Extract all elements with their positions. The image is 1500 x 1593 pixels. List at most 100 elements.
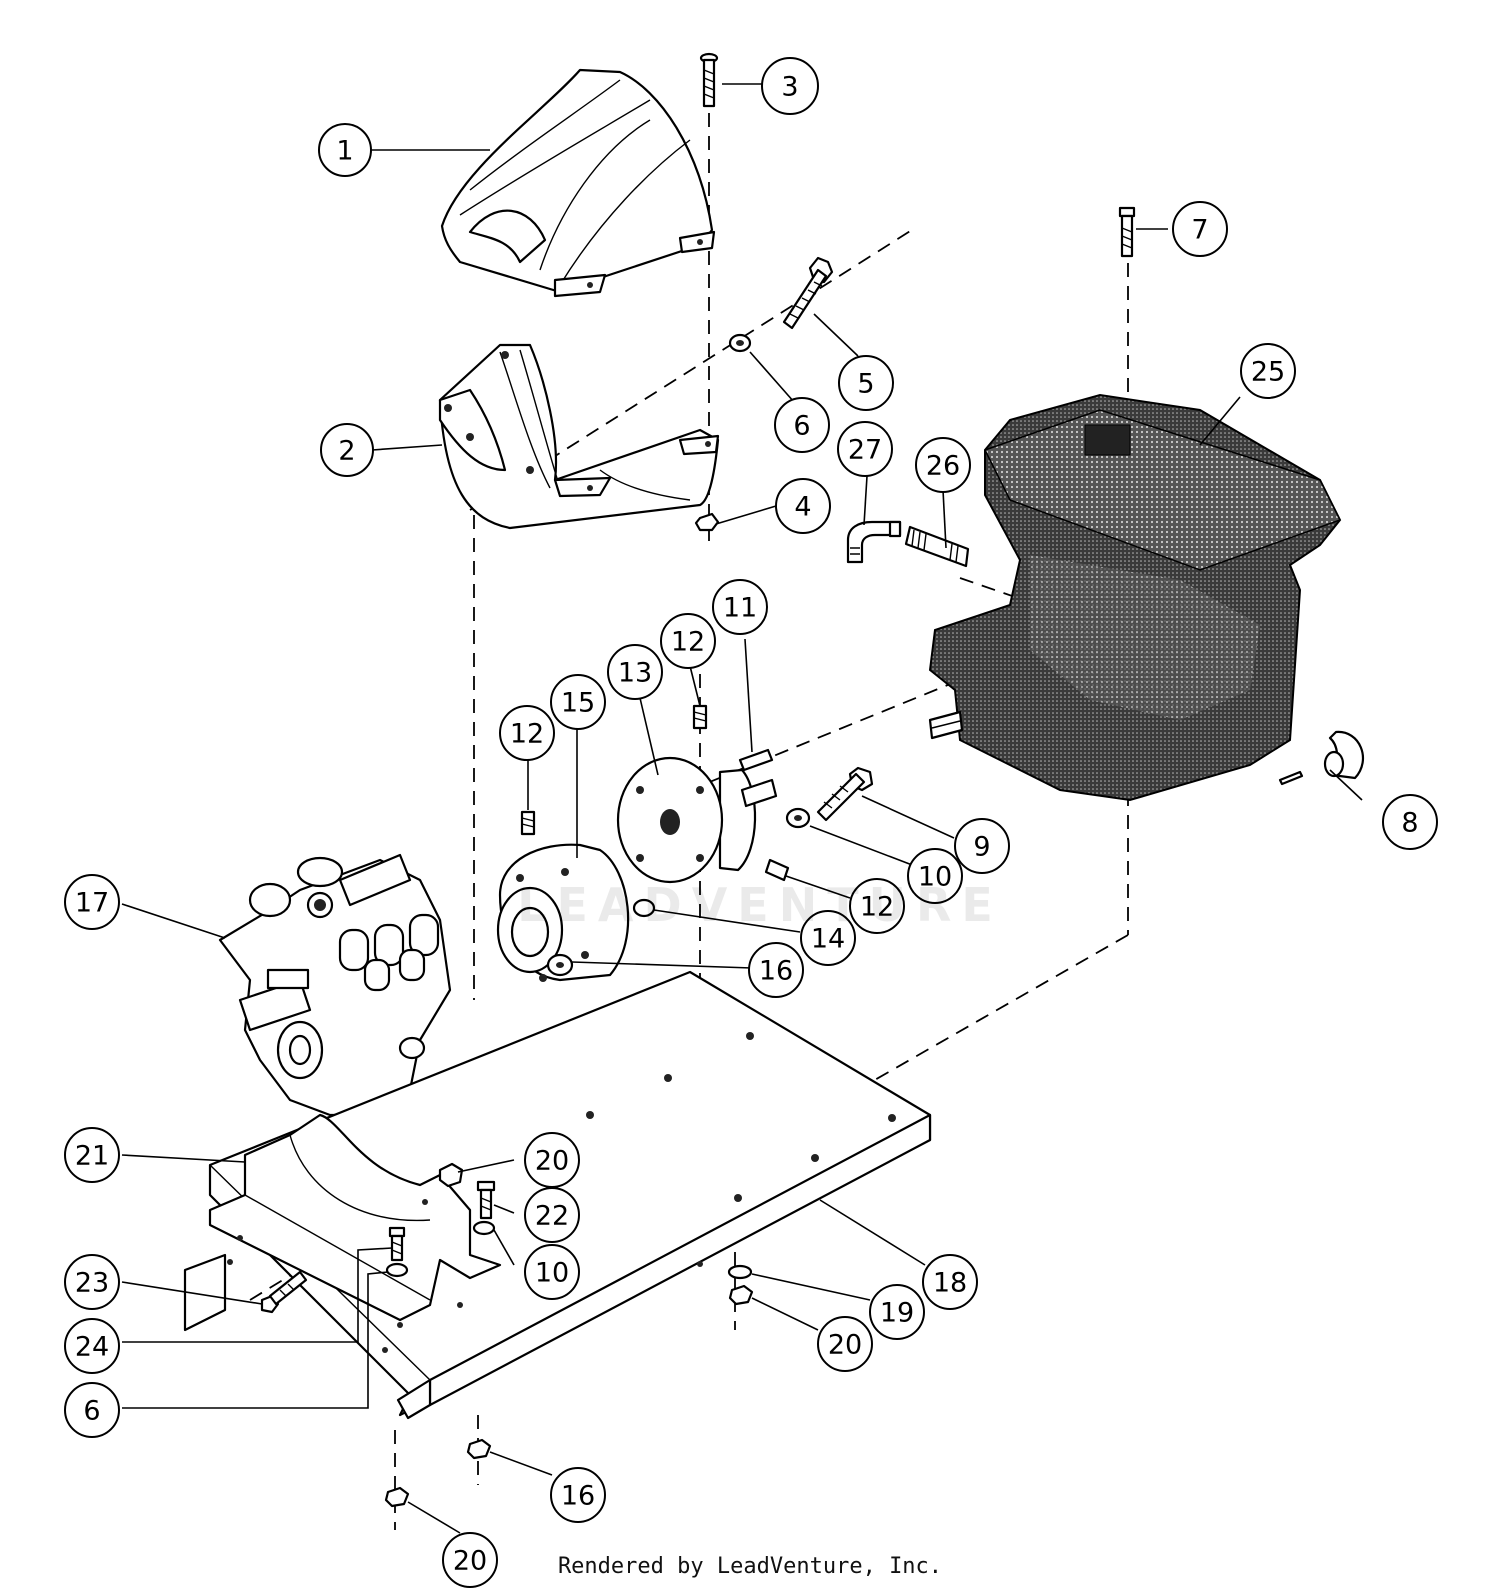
- nut-20-a: [438, 1162, 464, 1188]
- nut-20-b: [728, 1284, 754, 1306]
- callout-label-16-top: 16: [759, 956, 793, 987]
- callout-label-6-top: 6: [793, 411, 810, 442]
- callout-label-23: 23: [75, 1268, 109, 1299]
- callout-label-20-c: 20: [453, 1546, 487, 1577]
- callout-24: 24: [64, 1318, 120, 1374]
- washer-6-bottom: [385, 1262, 409, 1278]
- callout-4: 4: [775, 478, 831, 534]
- callout-16-bottom: 16: [550, 1467, 606, 1523]
- bolt-23: [260, 1270, 308, 1314]
- callout-26: 26: [915, 437, 971, 493]
- callout-20-a: 20: [524, 1132, 580, 1188]
- callout-label-24: 24: [75, 1332, 109, 1363]
- callout-label-9: 9: [973, 832, 990, 863]
- bolt-3: [699, 52, 719, 108]
- washer-10-top: [785, 807, 811, 829]
- lower-coupler-shield: [438, 343, 720, 530]
- callout-10-top: 10: [907, 848, 963, 904]
- footer-credit: Rendered by LeadVenture, Inc.: [557, 1554, 943, 1579]
- callout-6-top: 6: [774, 397, 830, 453]
- callout-17: 17: [64, 874, 120, 930]
- elbow-fitting-27: [846, 520, 902, 564]
- callout-label-8: 8: [1401, 808, 1418, 839]
- callout-7: 7: [1172, 201, 1228, 257]
- callout-label-19: 19: [880, 1298, 914, 1329]
- callout-9: 9: [954, 818, 1010, 874]
- callout-18: 18: [922, 1254, 978, 1310]
- callouts: 1 2 3 4 5 6 6 7 8 9 10 10 11 12 12 12 13…: [64, 57, 1438, 1588]
- key-11: [738, 748, 774, 772]
- callout-12-b: 12: [660, 613, 716, 669]
- callout-label-5: 5: [857, 369, 874, 400]
- upper-coupler-shield: [440, 68, 716, 298]
- callout-19: 19: [869, 1284, 925, 1340]
- nut-4: [694, 512, 720, 532]
- bolt-22: [476, 1180, 496, 1220]
- callout-label-27: 27: [848, 435, 882, 466]
- callout-2: 2: [320, 423, 374, 477]
- callout-25: 25: [1240, 343, 1296, 399]
- callout-label-12-b: 12: [671, 627, 705, 658]
- callout-22: 22: [524, 1187, 580, 1243]
- callout-label-6-bottom: 6: [83, 1396, 100, 1427]
- bolt-5: [782, 256, 834, 330]
- callout-label-15: 15: [561, 688, 595, 719]
- callout-6-bottom: 6: [64, 1382, 120, 1438]
- callout-label-13: 13: [618, 658, 652, 689]
- callout-23: 23: [64, 1254, 120, 1310]
- setscrews-12: [520, 704, 790, 882]
- callout-12-c: 12: [849, 878, 905, 934]
- callout-label-20-b: 20: [828, 1330, 862, 1361]
- bolt-7: [1118, 206, 1136, 258]
- callout-label-18: 18: [933, 1268, 967, 1299]
- callout-21: 21: [64, 1127, 120, 1183]
- callout-16-top: 16: [748, 942, 804, 998]
- nut-16-top: [546, 953, 574, 977]
- callout-label-4: 4: [794, 492, 811, 523]
- bolt-24: [388, 1226, 406, 1262]
- callout-label-2: 2: [338, 436, 355, 467]
- callout-label-26: 26: [926, 451, 960, 482]
- callout-label-14: 14: [811, 924, 845, 955]
- callout-label-12-c: 12: [860, 892, 894, 923]
- callout-10-bottom: 10: [524, 1244, 580, 1300]
- nut-20-c: [384, 1486, 410, 1508]
- callout-20-c: 20: [442, 1532, 498, 1588]
- coupler-hub-15: [496, 843, 630, 982]
- callout-label-25: 25: [1251, 357, 1285, 388]
- washer-19: [727, 1264, 753, 1280]
- callout-label-16-bottom: 16: [561, 1481, 595, 1512]
- callout-label-22: 22: [535, 1201, 569, 1232]
- nut-16-bottom: [466, 1438, 492, 1460]
- callout-15: 15: [550, 674, 606, 730]
- callout-label-11: 11: [723, 593, 757, 624]
- callout-1: 1: [318, 123, 372, 177]
- callout-label-20-a: 20: [535, 1146, 569, 1177]
- washer-10-bottom: [472, 1220, 496, 1236]
- callout-3: 3: [761, 57, 819, 115]
- fitting-8: [1278, 730, 1365, 786]
- pump-bracket-21: [183, 1113, 502, 1332]
- coupler-hub-13: [616, 756, 778, 884]
- washer-6-top: [728, 333, 752, 353]
- callout-13: 13: [607, 644, 663, 700]
- callout-label-10-top: 10: [918, 862, 952, 893]
- bolt-9: [816, 766, 874, 822]
- leader-lines: [121, 83, 1363, 1534]
- watermark: LEADVENTURE: [517, 878, 1003, 932]
- callout-label-1: 1: [336, 136, 353, 167]
- callout-14: 14: [800, 910, 856, 966]
- spacer-14: [632, 898, 656, 918]
- callout-label-3: 3: [781, 72, 798, 103]
- callout-label-21: 21: [75, 1141, 109, 1172]
- callout-5: 5: [838, 355, 894, 411]
- callout-8: 8: [1382, 794, 1438, 850]
- callout-11: 11: [712, 579, 768, 635]
- callout-label-12-a: 12: [510, 719, 544, 750]
- callout-label-7: 7: [1191, 215, 1208, 246]
- callout-label-17: 17: [75, 888, 109, 919]
- callout-label-10-bottom: 10: [535, 1258, 569, 1289]
- pump-17: [218, 853, 452, 1117]
- nipple-fitting-26: [904, 525, 970, 568]
